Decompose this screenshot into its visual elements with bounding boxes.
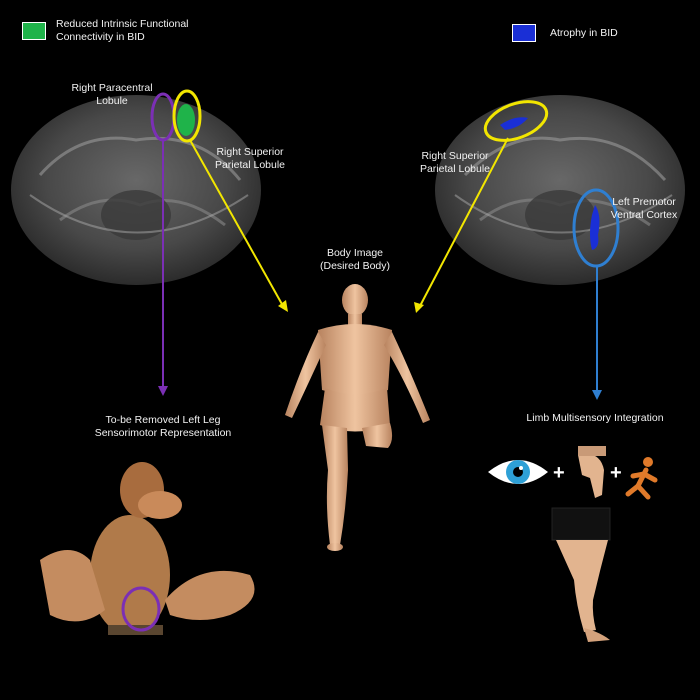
right-brain-image bbox=[435, 95, 685, 285]
left-parietal-label: Right Superior Parietal Lobule bbox=[214, 146, 286, 171]
plus-sign-2: + bbox=[610, 462, 622, 484]
multisensory-label: Limb Multisensory Integration bbox=[526, 412, 664, 424]
connector-arrows bbox=[158, 137, 602, 400]
plus-sign-1: + bbox=[553, 462, 565, 484]
homunculus-image bbox=[40, 462, 255, 635]
atrophy-region-premotor bbox=[590, 205, 600, 250]
atrophy-legend-swatch bbox=[512, 24, 536, 42]
atrophy-region-parietal bbox=[500, 117, 528, 130]
left-brain-image bbox=[11, 95, 261, 285]
right-parietal-label: Right Superior Parietal Lobule bbox=[419, 150, 491, 175]
connectivity-legend-swatch bbox=[22, 22, 46, 40]
premotor-label: Left Premotor Ventral Cortex bbox=[610, 196, 678, 221]
paracentral-label: Right Paracentral Lobule bbox=[71, 82, 153, 107]
right-parietal-marker bbox=[483, 100, 549, 142]
leg-image bbox=[551, 507, 611, 642]
running-person-icon bbox=[625, 457, 658, 500]
body-figure bbox=[285, 284, 430, 551]
left-parietal-marker bbox=[172, 89, 202, 143]
sensorimotor-label: To-be Removed Left Leg Sensorimotor Repr… bbox=[94, 414, 232, 439]
connectivity-legend-label: Reduced Intrinsic Functional Connectivit… bbox=[56, 18, 189, 43]
eye-icon bbox=[488, 460, 548, 484]
body-image-label: Body Image (Desired Body) bbox=[319, 247, 391, 272]
atrophy-legend-label: Atrophy in BID bbox=[550, 27, 618, 39]
touch-hand-icon bbox=[578, 446, 606, 498]
connectivity-region bbox=[177, 104, 195, 136]
